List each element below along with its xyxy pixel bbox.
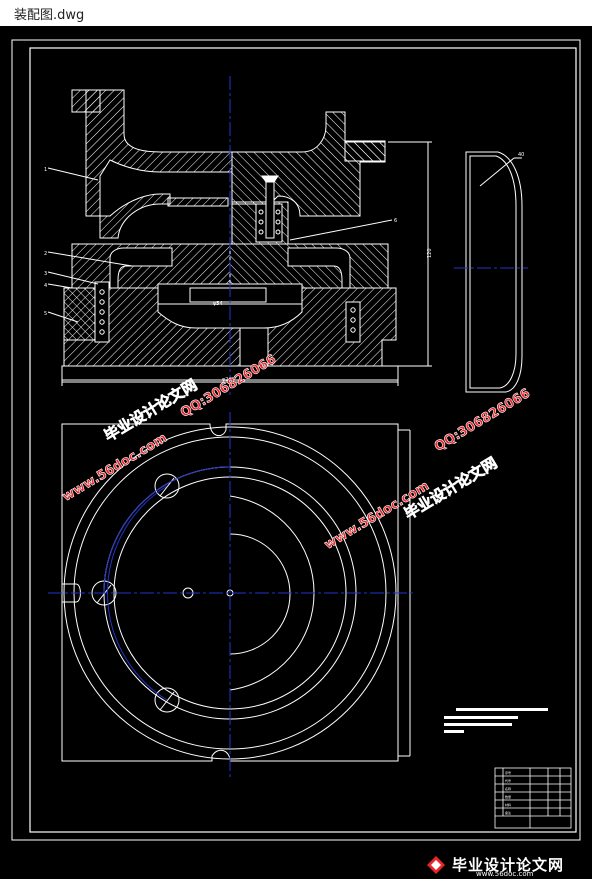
section-view	[47, 89, 432, 386]
part-label-4: 4	[44, 283, 47, 289]
diamond-logo-icon	[427, 856, 445, 874]
part-label-5: 5	[44, 311, 47, 317]
svg-text:材料: 材料	[505, 802, 511, 807]
side-view	[465, 151, 523, 393]
footer-logo-url: www.56doc.com	[476, 870, 534, 878]
svg-text:备注: 备注	[505, 810, 511, 815]
svg-text:代号: 代号	[505, 778, 511, 783]
plan-centerlines	[48, 412, 414, 778]
svg-text:数量: 数量	[505, 794, 511, 799]
footer-logo-text: 毕业设计论文网	[452, 856, 565, 874]
inner-frame	[29, 47, 577, 833]
title-block	[494, 767, 572, 829]
cad-drawing: 1 2 3 4 5 6 φ54 120 φ200 40	[11, 39, 581, 841]
svg-text:序号: 序号	[505, 770, 511, 775]
dimension-bottom: φ200	[222, 377, 235, 383]
part-label-2: 2	[44, 251, 47, 257]
title-bar: 装配图.dwg	[0, 0, 592, 26]
dimension-height: 120	[427, 248, 433, 258]
window-title: 装配图.dwg	[14, 8, 85, 23]
title-block-text: 序号 代号 名称 数量 材料 备注	[505, 770, 511, 815]
dimension-side: 40	[518, 152, 524, 158]
part-label-1: 1	[44, 167, 47, 173]
part-label-6: 6	[394, 218, 397, 224]
outer-frame	[11, 39, 581, 841]
part-label-3: 3	[44, 271, 47, 277]
dimension-center: φ54	[213, 301, 223, 307]
footer-banner: 毕业设计论文网 www.56doc.com	[0, 852, 592, 879]
drawing-canvas[interactable]: 1 2 3 4 5 6 φ54 120 φ200 40	[0, 26, 592, 852]
technical-notes	[444, 708, 548, 733]
svg-text:名称: 名称	[505, 786, 511, 791]
